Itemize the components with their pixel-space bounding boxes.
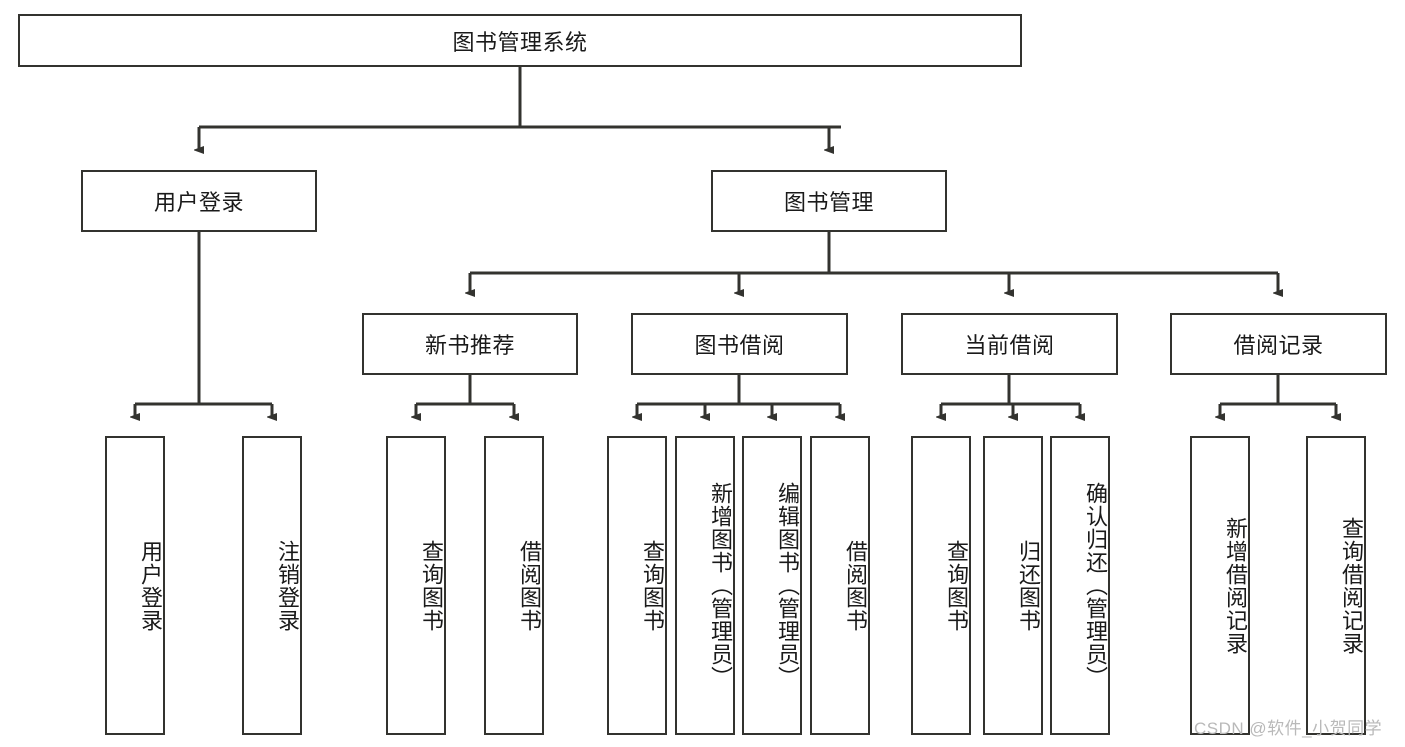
- node-borrow-records[interactable]: 借阅记录: [1170, 313, 1387, 375]
- leaf-label: 查询借阅记录: [1339, 516, 1364, 655]
- edge-root-to-level2: [199, 67, 841, 150]
- node-leaf-add-borrow-record[interactable]: 新增借阅记录: [1190, 436, 1250, 735]
- node-leaf-borrow-books-rec[interactable]: 借阅图书: [484, 436, 544, 735]
- edge-newbook-to-leaves: [416, 375, 514, 417]
- node-leaf-query-borrow-record[interactable]: 查询借阅记录: [1306, 436, 1366, 735]
- edge-userlogin-to-leaves: [135, 232, 272, 417]
- node-book-manage[interactable]: 图书管理: [711, 170, 947, 232]
- leaf-label: 用户登录: [138, 539, 163, 632]
- leaf-label: 借阅图书: [843, 539, 868, 632]
- node-new-book-recommend[interactable]: 新书推荐: [362, 313, 578, 375]
- node-root[interactable]: 图书管理系统: [18, 14, 1022, 67]
- node-leaf-edit-book-admin[interactable]: 编辑图书（管理员）: [742, 436, 802, 735]
- node-book-borrow[interactable]: 图书借阅: [631, 313, 848, 375]
- edge-currentborrow-to-leaves: [941, 375, 1080, 417]
- node-leaf-return-book[interactable]: 归还图书: [983, 436, 1043, 735]
- leaf-label: 查询图书: [944, 539, 969, 632]
- node-leaf-query-books-rec[interactable]: 查询图书: [386, 436, 446, 735]
- node-leaf-query-books-cur[interactable]: 查询图书: [911, 436, 971, 735]
- leaf-label: 查询图书: [419, 539, 444, 632]
- leaf-label: 归还图书: [1016, 539, 1041, 632]
- node-leaf-add-book-admin[interactable]: 新增图书（管理员）: [675, 436, 735, 735]
- leaf-label: 新增图书（管理员）: [708, 482, 733, 689]
- leaf-label: 确认归还（管理员）: [1083, 482, 1108, 689]
- watermark: CSDN @软件_小贺同学: [1194, 719, 1383, 738]
- edge-bookborrow-to-leaves: [637, 375, 840, 417]
- leaf-label: 查询图书: [640, 539, 665, 632]
- edge-borrowrecords-to-leaves: [1220, 375, 1336, 417]
- leaf-label: 编辑图书（管理员）: [775, 482, 800, 689]
- leaf-label: 新增借阅记录: [1223, 516, 1248, 655]
- node-leaf-borrow-book[interactable]: 借阅图书: [810, 436, 870, 735]
- leaf-label: 注销登录: [275, 539, 300, 632]
- node-leaf-query-books-borrow[interactable]: 查询图书: [607, 436, 667, 735]
- node-current-borrow[interactable]: 当前借阅: [901, 313, 1118, 375]
- leaf-label: 借阅图书: [517, 539, 542, 632]
- node-leaf-user-login[interactable]: 用户登录: [105, 436, 165, 735]
- node-user-login[interactable]: 用户登录: [81, 170, 317, 232]
- node-leaf-user-logout[interactable]: 注销登录: [242, 436, 302, 735]
- edge-bookmanage-to-level3: [470, 232, 1278, 293]
- node-leaf-confirm-return-admin[interactable]: 确认归还（管理员）: [1050, 436, 1110, 735]
